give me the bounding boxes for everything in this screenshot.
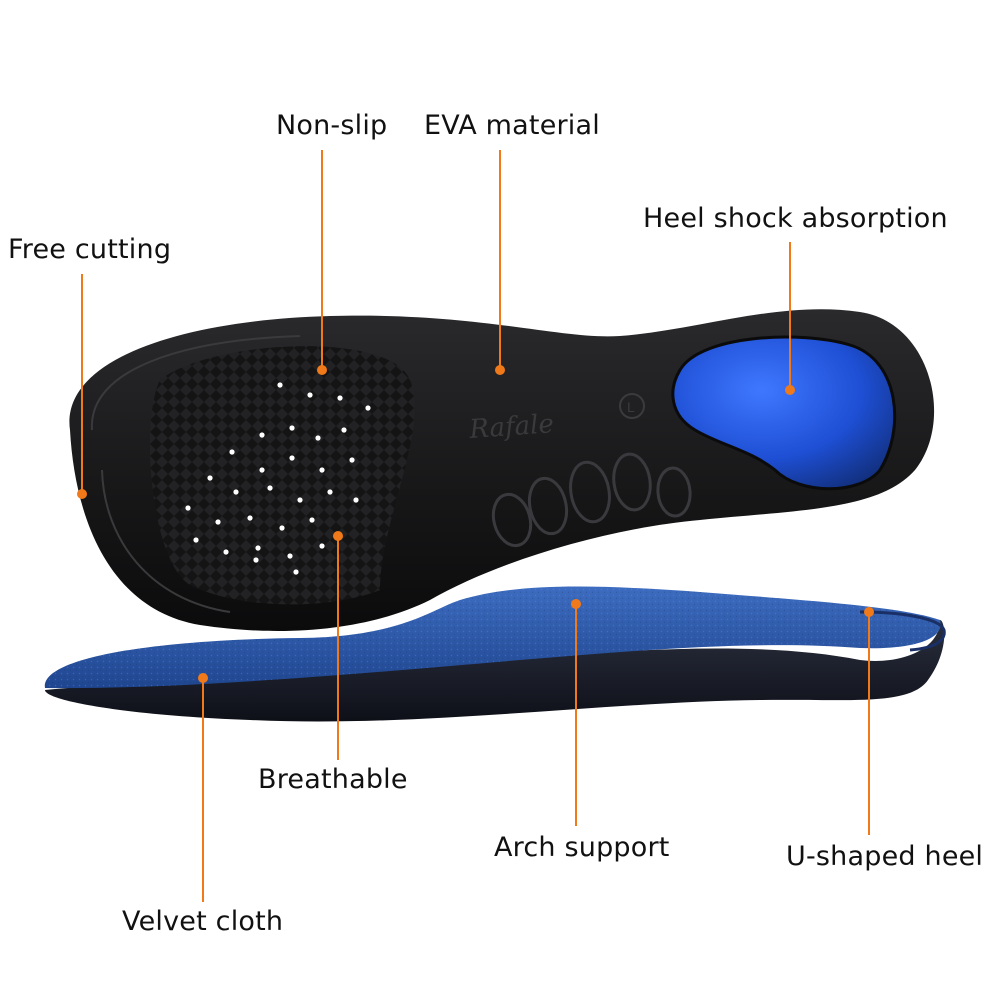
- label-u-shaped-heel: U-shaped heel: [786, 841, 984, 872]
- leader-dot-eva-material: [495, 365, 505, 375]
- label-eva-material: EVA material: [424, 110, 600, 141]
- size-mark-letter: L: [627, 399, 635, 415]
- u-shaped-heel-cup: [859, 610, 946, 652]
- insole-velvet-side: [45, 620, 945, 722]
- insole-side-view: [44, 586, 946, 722]
- arch-flex-grooves: [491, 452, 692, 548]
- label-free-cutting: Free cutting: [8, 234, 172, 265]
- leader-dot-velvet-cloth: [198, 673, 208, 683]
- breathable-holes: [185, 382, 371, 575]
- leader-dot-u-shaped-heel: [864, 607, 874, 617]
- size-mark: L: [619, 393, 645, 419]
- label-velvet-cloth: Velvet cloth: [122, 906, 284, 937]
- leader-dot-arch-support: [571, 599, 581, 609]
- leader-dot-breathable: [333, 531, 343, 541]
- insole-brand-imprint: Rafale: [467, 409, 554, 445]
- label-heel-shock-absorption: Heel shock absorption: [643, 203, 948, 234]
- leader-dot-non-slip: [317, 365, 327, 375]
- heel-shock-pad: [671, 335, 897, 491]
- trim-guide-lines-2: [101, 469, 231, 613]
- velvet-texture: [44, 586, 941, 689]
- insole-bottom-view: Rafale L: [69, 309, 935, 631]
- non-slip-grip-area: [150, 346, 415, 605]
- callout-leaders: [77, 150, 874, 902]
- trim-guide-lines: [90, 335, 301, 431]
- label-arch-support: Arch support: [494, 832, 670, 863]
- label-non-slip: Non-slip: [276, 110, 388, 141]
- label-breathable: Breathable: [258, 764, 408, 795]
- leader-dot-heel-shock-absorption: [785, 385, 795, 395]
- leader-dot-free-cutting: [77, 489, 87, 499]
